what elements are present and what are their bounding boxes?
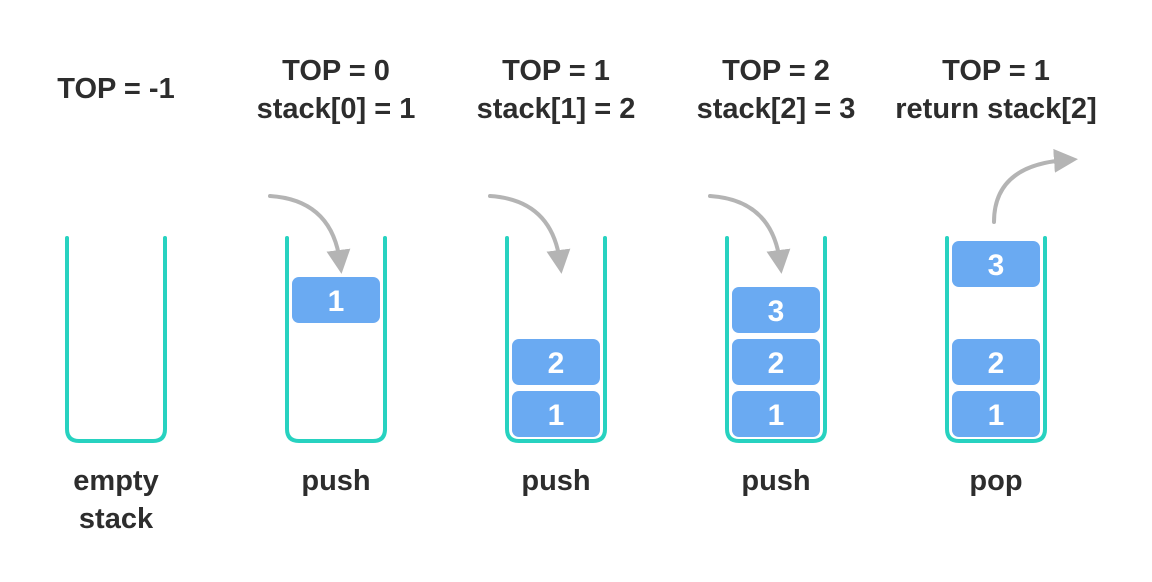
operation-label: stack — [79, 503, 154, 535]
push-arrow-icon — [268, 194, 351, 274]
outgoing-item-box — [952, 241, 1040, 287]
stack-item-value: 1 — [988, 399, 1005, 432]
top-value-label: TOP = 1 — [942, 55, 1050, 87]
stack-state-1: TOP = 0 stack[0] = 1 1 push — [257, 55, 416, 497]
stack-state-0: TOP = -1 empty stack — [57, 73, 174, 535]
stack-item-value: 1 — [768, 399, 785, 432]
stack-container — [285, 236, 387, 443]
stack-item: 1 — [512, 391, 600, 437]
stack-container — [65, 236, 167, 443]
top-value-label: TOP = 0 — [282, 55, 390, 87]
stack-item-box — [732, 339, 820, 385]
stack-item: 2 — [512, 339, 600, 385]
stack-assignment-label: return stack[2] — [895, 93, 1096, 125]
stack-item-value: 2 — [988, 347, 1005, 380]
stack-assignment-label: stack[2] = 3 — [697, 93, 856, 125]
stack-item-value: 1 — [548, 399, 565, 432]
stack-item: 1 — [952, 391, 1040, 437]
incoming-item-box — [292, 277, 380, 323]
incoming-item-value: 1 — [328, 285, 345, 318]
stack-item: 2 — [732, 339, 820, 385]
stack-item: 1 — [732, 391, 820, 437]
operation-label: push — [741, 465, 810, 497]
stack-assignment-label: stack[0] = 1 — [257, 93, 416, 125]
stack-item: 3 — [732, 287, 820, 333]
top-value-label: TOP = 1 — [502, 55, 610, 87]
stack-item-box — [952, 391, 1040, 437]
stack-assignment-label: stack[1] = 2 — [477, 93, 636, 125]
push-arrow-icon — [708, 194, 791, 274]
stack-item: 2 — [952, 339, 1040, 385]
stack-container — [505, 236, 607, 443]
stack-item-value: 2 — [548, 347, 565, 380]
top-value-label: TOP = -1 — [57, 73, 174, 105]
outgoing-item-value: 3 — [988, 249, 1005, 282]
stack-state-2: TOP = 1 stack[1] = 2 1 2 push — [477, 55, 636, 497]
outgoing-item: 3 — [952, 241, 1040, 287]
stack-item-box — [952, 339, 1040, 385]
operation-label: push — [521, 465, 590, 497]
stack-state-3: TOP = 2 stack[2] = 3 1 2 3 push — [697, 55, 856, 497]
operation-label: pop — [969, 465, 1022, 497]
stack-item-box — [732, 287, 820, 333]
stack-item-box — [512, 339, 600, 385]
push-arrow-icon — [488, 194, 571, 274]
stack-item-value: 2 — [768, 347, 785, 380]
stack-container — [725, 236, 827, 443]
operation-label: empty — [73, 465, 158, 497]
pop-arrow-icon — [992, 148, 1078, 224]
operation-label: push — [301, 465, 370, 497]
stack-item-value: 3 — [768, 295, 785, 328]
incoming-item: 1 — [292, 277, 380, 323]
top-value-label: TOP = 2 — [722, 55, 830, 87]
stack-item-box — [512, 391, 600, 437]
stack-state-4: TOP = 1 return stack[2] 1 2 3 pop — [895, 55, 1096, 497]
stack-item-box — [732, 391, 820, 437]
stack-container — [945, 236, 1047, 443]
